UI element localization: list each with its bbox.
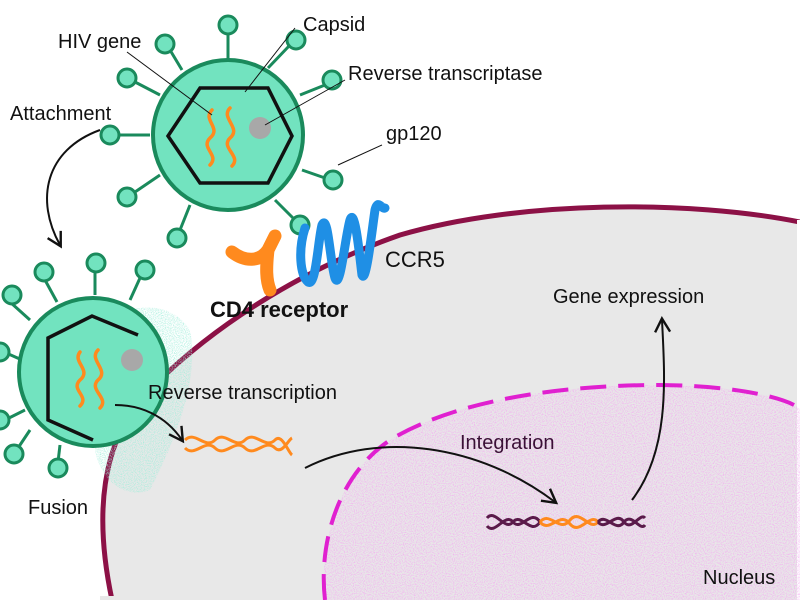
hiv-gene-rna-fusing [75, 348, 105, 410]
hiv-virion-fusing [0, 252, 169, 479]
label-attachment: Attachment [10, 103, 112, 125]
label-gene-expression: Gene expression [553, 286, 705, 308]
reverse-transcription-arrow [114, 404, 185, 444]
nucleus-body [323, 385, 800, 600]
ccr5 [296, 200, 390, 287]
label-nucleus: Nucleus [703, 567, 776, 589]
leader-lines [126, 27, 383, 166]
attachment-arrow [46, 129, 101, 249]
viral-cdna [183, 435, 294, 457]
label-gp120: gp120 [386, 123, 442, 145]
gene-expression-arrow [631, 316, 672, 501]
capsid [165, 86, 294, 185]
nucleus-envelope [321, 382, 800, 600]
label-capsid: Capsid [303, 14, 366, 36]
viral-envelope [151, 58, 305, 212]
integrated-provirus [538, 515, 600, 526]
label-hiv-gene: HIV gene [58, 31, 142, 53]
label-ccr5: CCR5 [385, 247, 445, 272]
viral-envelope-fusing [17, 296, 169, 448]
reverse-transcriptase [249, 117, 271, 139]
label-integration: Integration [460, 432, 555, 454]
label-cd4-receptor: CD4 receptor [210, 297, 349, 322]
nucleus [321, 382, 800, 600]
gp120-spikes-fusing [0, 252, 156, 479]
cd4-receptor [225, 229, 282, 297]
reverse-transcriptase-fusing [121, 349, 143, 371]
integration-arrow [304, 446, 559, 505]
capsid-open [46, 314, 139, 442]
label-reverse-transcriptase: Reverse transcriptase [348, 63, 543, 85]
label-fusion: Fusion [28, 497, 89, 519]
host-dna [485, 514, 647, 530]
arrows [46, 129, 672, 505]
label-reverse-transcription: Reverse transcription [148, 382, 337, 404]
hiv-gene-rna [205, 106, 237, 168]
